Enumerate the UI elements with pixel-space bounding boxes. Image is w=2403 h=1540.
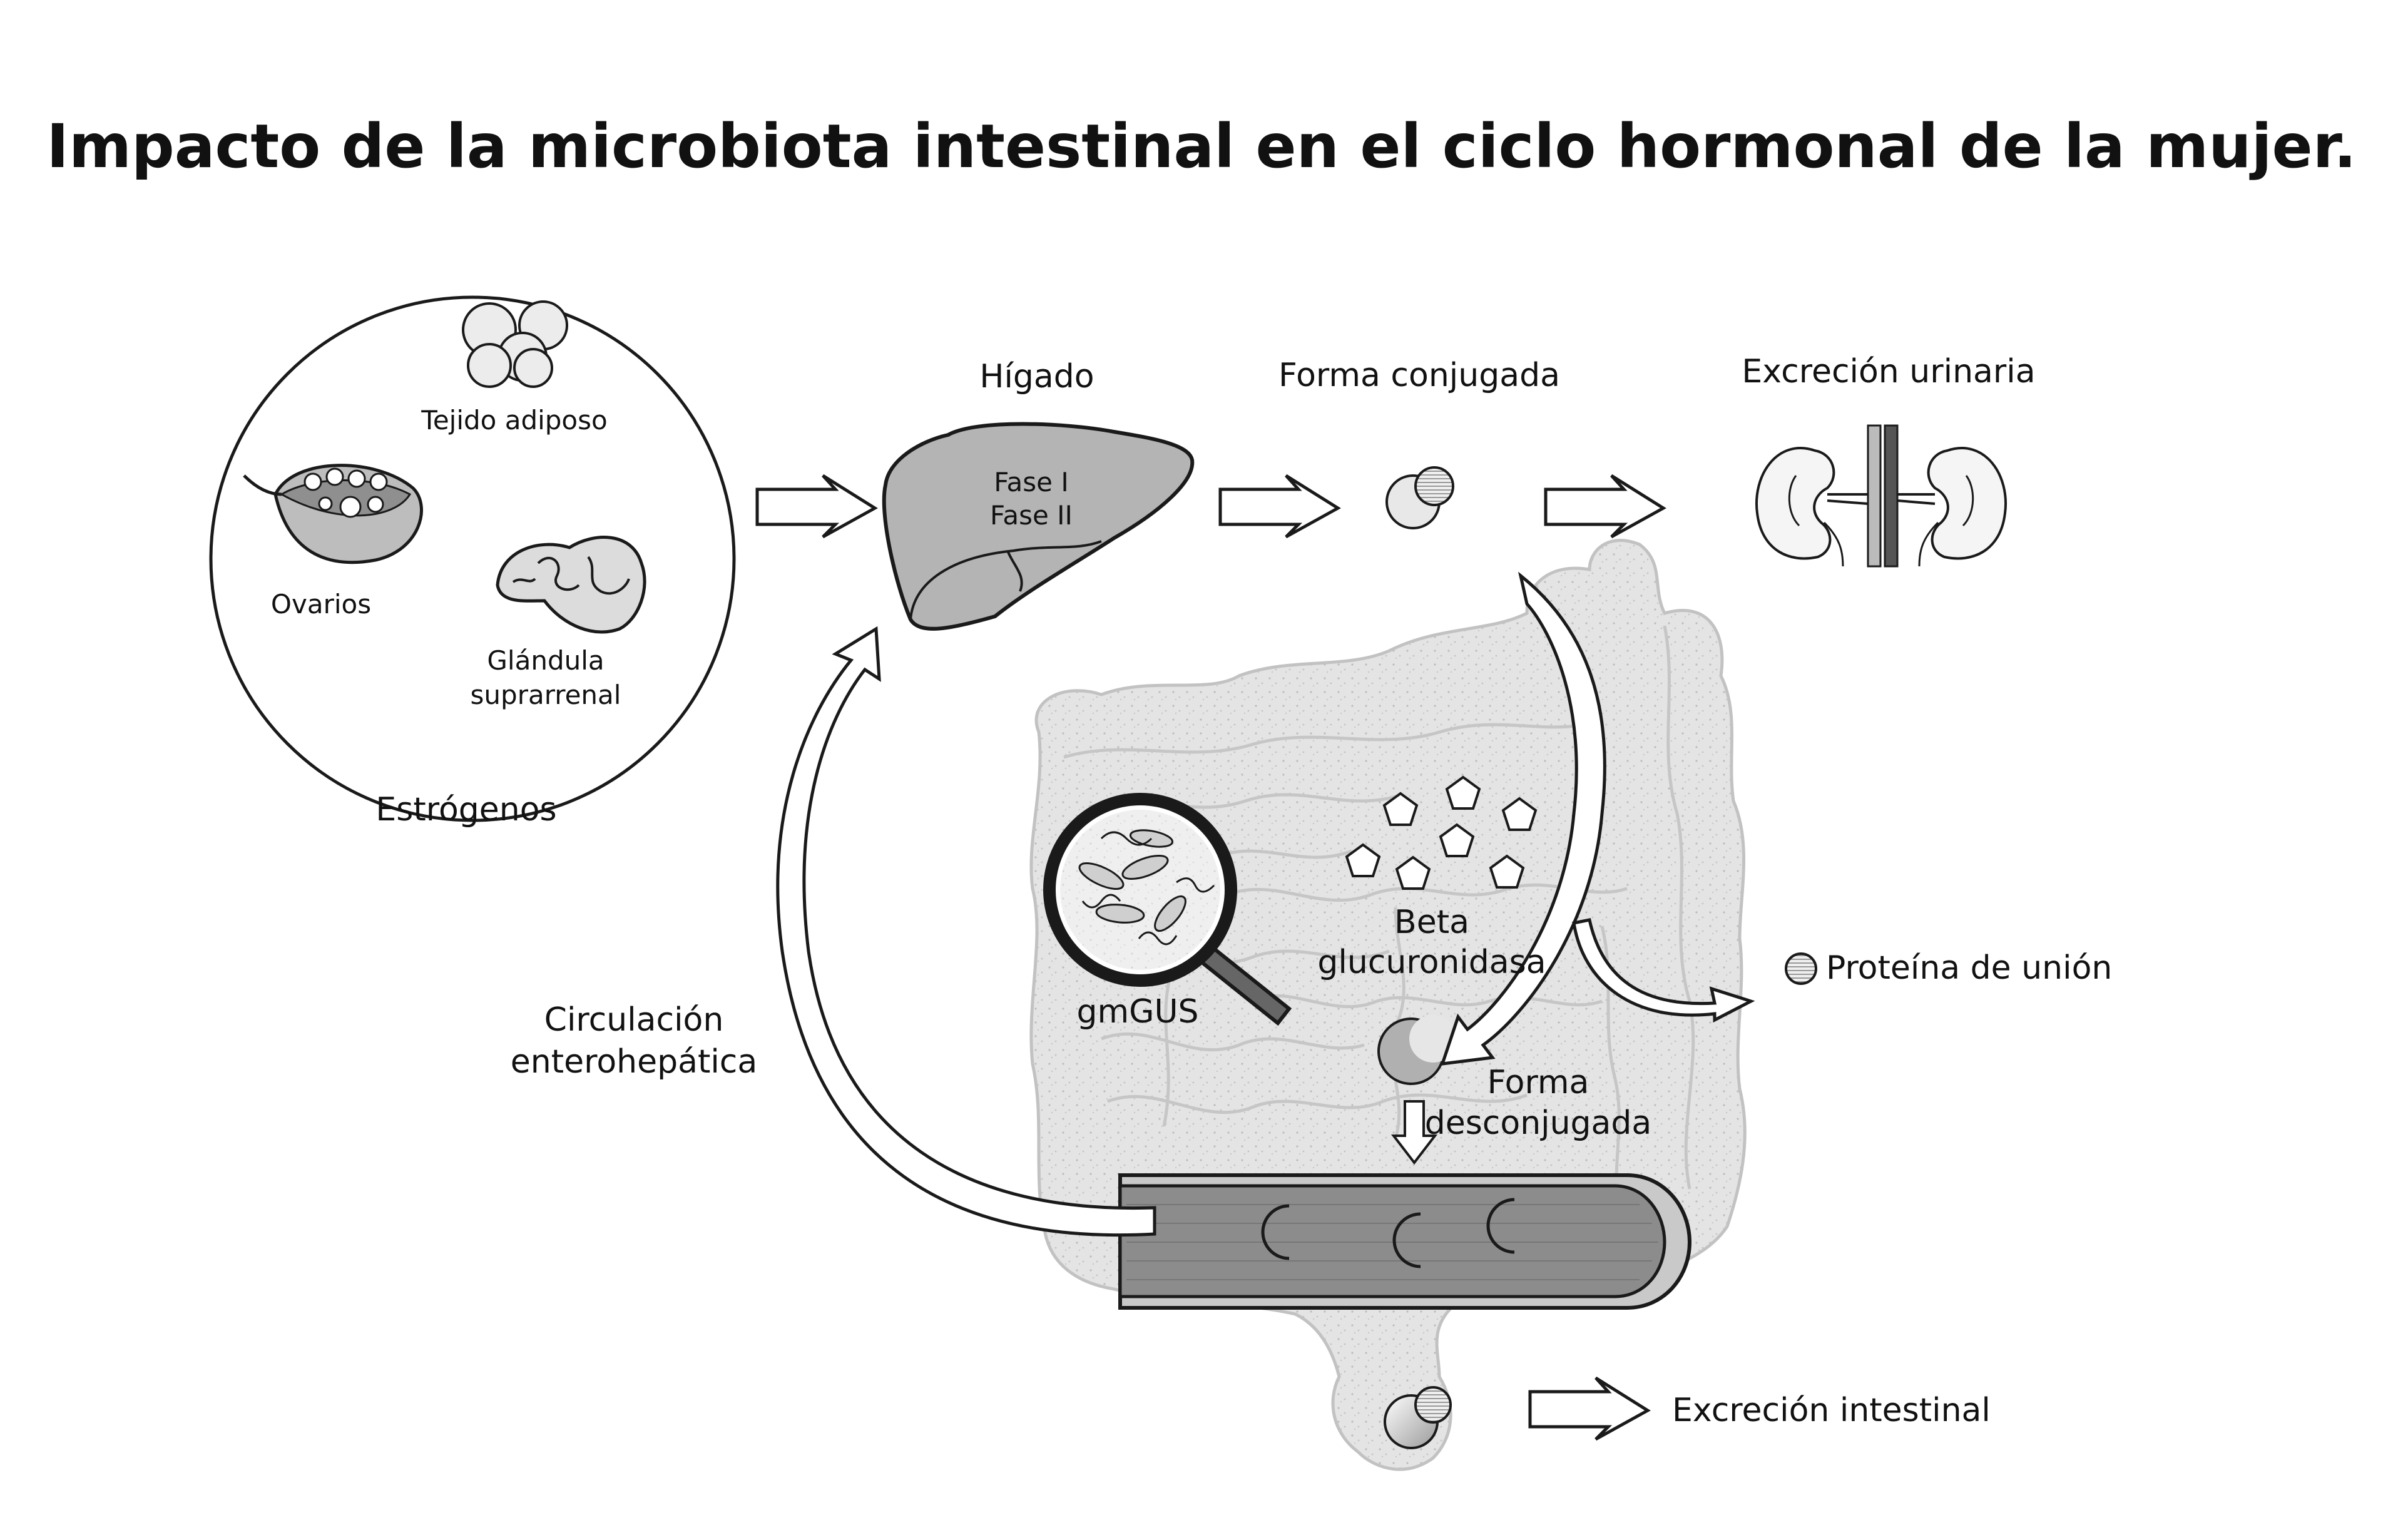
adrenal-label-line2: suprarrenal: [470, 680, 621, 710]
gmgus-label: gmGUS: [1076, 993, 1199, 1031]
beta-glucuronidase-enzymes: [1345, 775, 1538, 890]
phase-1-label: Fase I: [994, 467, 1069, 497]
diagram-title: Impacto de la microbiota intestinal en e…: [46, 111, 2357, 181]
enterohepatic-label-line2: enterohepática: [510, 1043, 758, 1081]
to-binding-protein-arrow: [1572, 918, 1755, 1023]
unconjugated-estrogen-icon: [1377, 1015, 1457, 1085]
liver-label: Hígado: [979, 358, 1094, 395]
beta-glucuronidase-label-line1: Beta: [1394, 904, 1469, 941]
adrenal-gland-icon: [496, 536, 646, 634]
urinary-excretion-label: Excreción urinaria: [1742, 353, 2036, 390]
adipose-tissue-icon: [462, 300, 568, 388]
adipose-tissue-label: Tejido adiposo: [421, 405, 608, 436]
adrenal-label-line1: Glándula: [487, 645, 605, 676]
intestinal-excretion-label: Excreción intestinal: [1672, 1392, 1991, 1429]
conjugated-estrogen-icon: [1385, 466, 1454, 529]
magnifying-glass-icon: [1043, 793, 1292, 1026]
conjugated-form-label: Forma conjugada: [1278, 357, 1560, 394]
blood-vessel: [1118, 1173, 1692, 1310]
beta-glucuronidase-label-line2: glucuronidasa: [1317, 944, 1546, 981]
enterohepatic-label-line1: Circulación: [544, 1001, 724, 1039]
flow-arrows: [755, 474, 1666, 1441]
phase-2-label: Fase II: [990, 500, 1073, 531]
down-arrow-icon: [1390, 1100, 1438, 1165]
binding-protein-label: Proteína de unión: [1826, 949, 2113, 987]
excreted-conjugate-icon: [1384, 1386, 1452, 1449]
estrogens-label: Estrógenos: [375, 791, 557, 829]
intestines: [1029, 539, 1747, 1471]
ovary-icon: [243, 464, 423, 564]
enterohepatic-arrow: [776, 626, 1156, 1237]
liver-icon: [882, 422, 1195, 631]
unconjugated-form-label-line1: Forma: [1487, 1064, 1589, 1101]
unconjugated-form-label-line2: desconjugada: [1424, 1104, 1652, 1142]
ovaries-label: Ovarios: [270, 589, 372, 620]
kidneys-icon: [1755, 424, 2007, 568]
binding-protein-icon: [1785, 952, 1817, 985]
to-gut-arrow: [1440, 571, 1606, 1066]
estrogen-sources-circle: [209, 295, 736, 822]
